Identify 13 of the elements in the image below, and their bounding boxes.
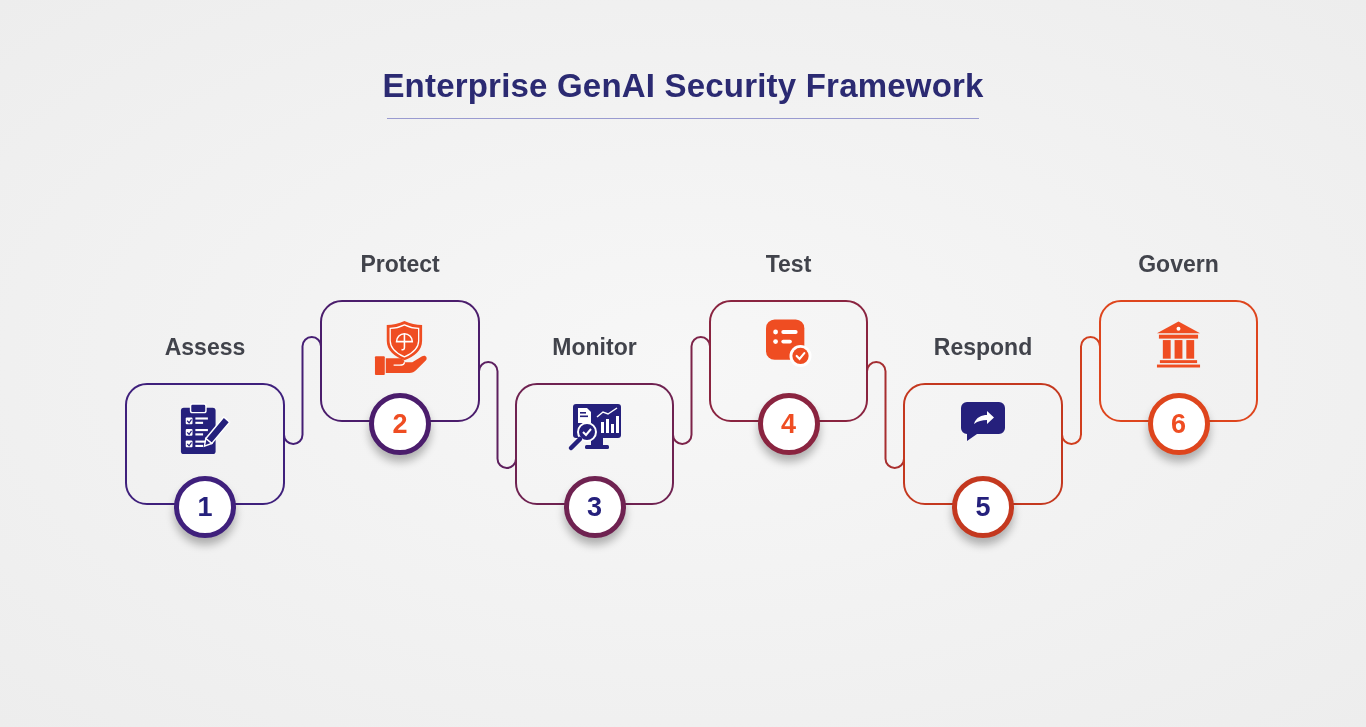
step-number: 4	[781, 409, 796, 439]
step-number: 3	[587, 492, 602, 522]
step-number: 6	[1171, 409, 1186, 439]
step-title: Govern	[1138, 250, 1219, 278]
title: Enterprise GenAI Security Framework	[382, 66, 984, 106]
step-number: 5	[975, 492, 991, 522]
step-title: Protect	[360, 250, 440, 278]
step-number: 1	[197, 492, 213, 522]
step-title: Test	[765, 250, 812, 278]
step-title: Respond	[933, 333, 1033, 361]
step-title: Monitor	[552, 333, 637, 361]
step-title: Assess	[164, 333, 246, 361]
step-number: 2	[392, 409, 408, 439]
